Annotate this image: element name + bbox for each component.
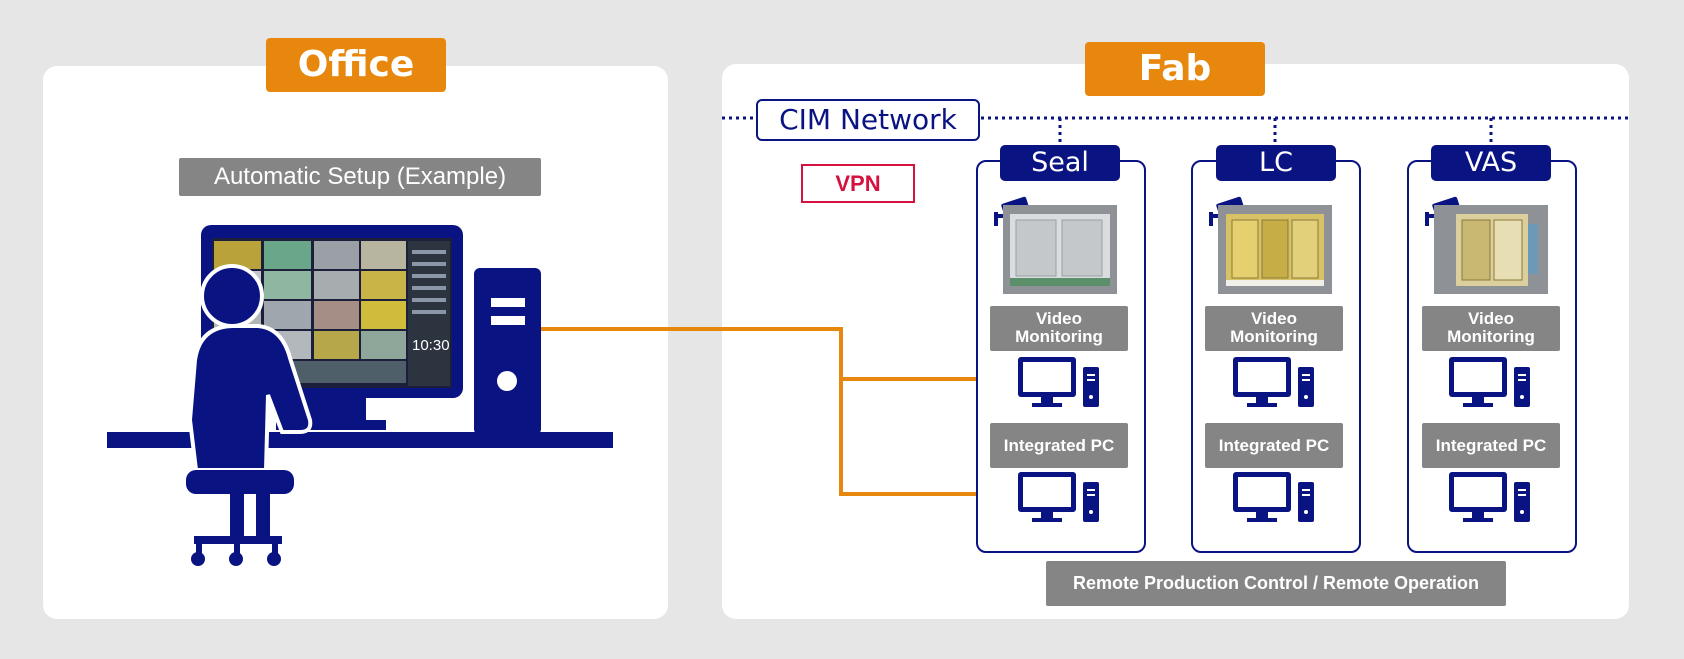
video-label-line2: Monitoring (1230, 327, 1318, 346)
video-label-line1: Video (1468, 309, 1514, 328)
vpn-label: VPN (801, 164, 915, 203)
video-monitoring-label-vas: Video Monitoring (1422, 306, 1560, 351)
integrated-pc-label-seal: Integrated PC (990, 423, 1128, 468)
video-label-line2: Monitoring (1015, 327, 1103, 346)
column-title-vas: VAS (1431, 145, 1551, 181)
video-label-line1: Video (1251, 309, 1297, 328)
setup-label: Automatic Setup (Example) (179, 158, 541, 196)
monitor-video-grid (214, 241, 450, 386)
operator-person-icon (186, 264, 313, 566)
monitor-clock: 10:30 (412, 337, 450, 354)
monitor-pc-icon (1449, 357, 1530, 407)
integrated-pc-icon (1233, 472, 1314, 522)
video-monitoring-label-lc: Video Monitoring (1205, 306, 1343, 351)
video-label-line1: Video (1036, 309, 1082, 328)
equipment-photo-lc (1218, 205, 1332, 294)
monitor-pc-icon (1018, 357, 1099, 407)
remote-operation-label: Remote Production Control / Remote Opera… (1046, 561, 1506, 606)
integrated-pc-icon (1449, 472, 1530, 522)
monitor-pc-icon (1233, 357, 1314, 407)
video-label-line2: Monitoring (1447, 327, 1535, 346)
equipment-photo-seal (1003, 205, 1117, 294)
integrated-pc-label-lc: Integrated PC (1205, 423, 1343, 468)
column-title-lc: LC (1216, 145, 1336, 181)
office-pc-tower (474, 268, 541, 435)
integrated-pc-icon (1018, 472, 1099, 522)
office-title: Office (266, 38, 446, 92)
column-title-seal: Seal (1000, 145, 1120, 181)
integrated-pc-label-vas: Integrated PC (1422, 423, 1560, 468)
fab-title: Fab (1085, 42, 1265, 96)
equipment-photo-vas (1434, 205, 1548, 294)
video-monitoring-label-seal: Video Monitoring (990, 306, 1128, 351)
cim-network-label: CIM Network (756, 99, 980, 141)
